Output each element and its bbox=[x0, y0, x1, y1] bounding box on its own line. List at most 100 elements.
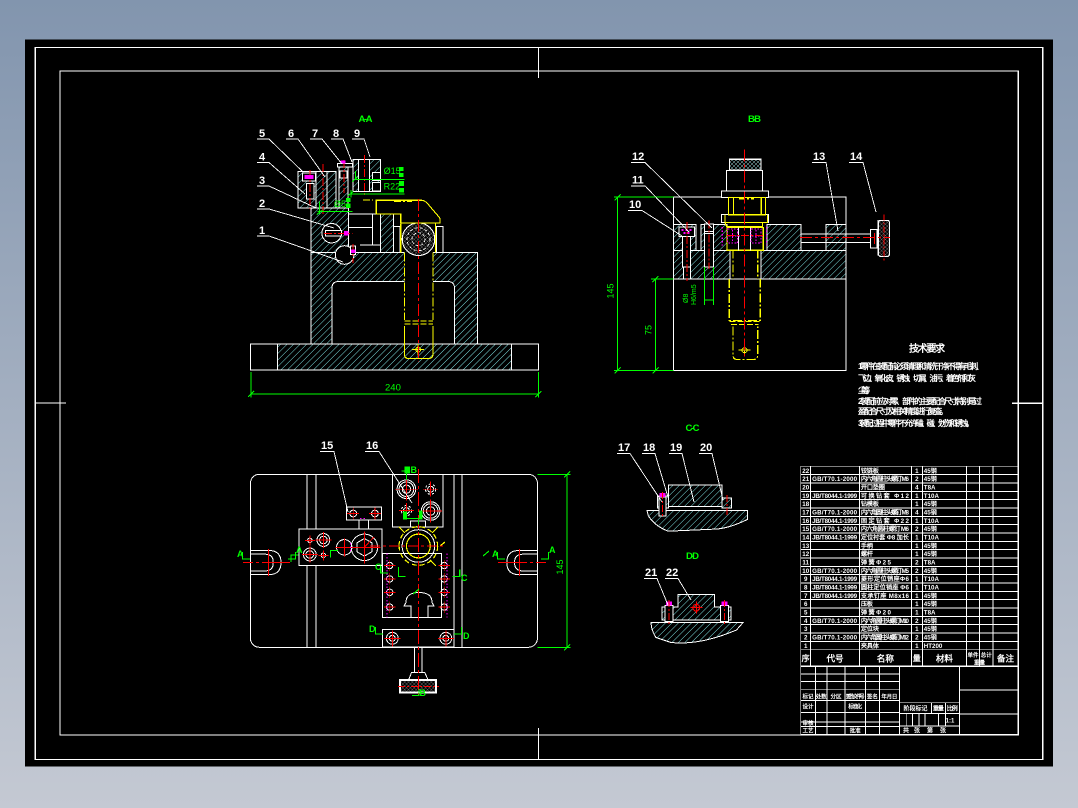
svg-text:21: 21 bbox=[802, 476, 809, 483]
svg-text:Ø15: Ø15 bbox=[384, 166, 401, 176]
svg-text:定位衬套 Φ8 加长: 定位衬套 Φ8 加长 bbox=[861, 534, 910, 542]
svg-text:45钢: 45钢 bbox=[924, 617, 937, 625]
svg-text:批准: 批准 bbox=[850, 727, 861, 735]
svg-text:12: 12 bbox=[632, 151, 644, 163]
svg-text:6: 6 bbox=[804, 601, 808, 608]
svg-text:1: 1 bbox=[915, 543, 919, 550]
svg-text:T10A: T10A bbox=[924, 585, 940, 592]
svg-text:HT200: HT200 bbox=[924, 643, 943, 650]
svg-text:17: 17 bbox=[802, 510, 809, 517]
svg-text:T10A: T10A bbox=[924, 493, 940, 500]
svg-text:12: 12 bbox=[802, 551, 809, 558]
svg-text:20: 20 bbox=[802, 485, 809, 492]
svg-text:Ø5: Ø5 bbox=[334, 199, 346, 209]
svg-text:T8A: T8A bbox=[924, 610, 936, 617]
svg-text:11: 11 bbox=[802, 560, 809, 567]
svg-text:菱形定位销座Φ6: 菱形定位销座Φ6 bbox=[861, 575, 910, 583]
svg-text:尘等。: 尘等。 bbox=[858, 385, 874, 395]
svg-text:JB/T8044.1-1999: JB/T8044.1-1999 bbox=[812, 576, 858, 583]
svg-text:B-B: B-B bbox=[748, 114, 761, 125]
svg-text:弹簧Φ25: 弹簧Φ25 bbox=[861, 559, 892, 567]
svg-text:C: C bbox=[375, 562, 382, 572]
svg-text:17: 17 bbox=[618, 442, 630, 454]
svg-text:1: 1 bbox=[915, 593, 919, 600]
svg-text:夹具体: 夹具体 bbox=[861, 642, 880, 650]
svg-text:45钢: 45钢 bbox=[924, 592, 937, 600]
svg-text:圆柱定位销座 Φ6: 圆柱定位销座 Φ6 bbox=[861, 584, 910, 592]
svg-text:45钢: 45钢 bbox=[924, 625, 937, 633]
svg-text:16: 16 bbox=[366, 440, 378, 452]
svg-text:内六角圆柱头螺钉 M12: 内六角圆柱头螺钉 M12 bbox=[861, 634, 910, 642]
svg-text:GB/T70.1-2000: GB/T70.1-2000 bbox=[812, 568, 858, 575]
svg-text:标准化: 标准化 bbox=[847, 703, 862, 711]
svg-text:5: 5 bbox=[259, 128, 265, 140]
svg-text:阶段标记: 阶段标记 bbox=[904, 705, 928, 713]
svg-text:单件: 单件 bbox=[967, 651, 979, 659]
svg-text:JB/T8044.1-1999: JB/T8044.1-1999 bbox=[812, 535, 858, 542]
svg-text:名称: 名称 bbox=[877, 654, 894, 664]
svg-text:内六角圆柱头螺钉 M10: 内六角圆柱头螺钉 M10 bbox=[861, 617, 910, 625]
svg-text:16: 16 bbox=[802, 518, 809, 525]
svg-text:压板: 压板 bbox=[861, 600, 874, 608]
svg-text:7: 7 bbox=[312, 128, 318, 140]
svg-text:45钢: 45钢 bbox=[924, 525, 937, 533]
svg-text:4: 4 bbox=[915, 485, 919, 492]
svg-text:比例: 比例 bbox=[947, 705, 958, 713]
svg-text:处数: 处数 bbox=[815, 693, 827, 701]
svg-text:2: 2 bbox=[915, 618, 919, 625]
svg-text:T10A: T10A bbox=[924, 518, 940, 525]
svg-text:1:1: 1:1 bbox=[946, 719, 955, 725]
svg-text:5: 5 bbox=[804, 610, 808, 617]
svg-text:C-C: C-C bbox=[686, 423, 700, 434]
svg-text:8: 8 bbox=[804, 585, 808, 592]
svg-text:D-D: D-D bbox=[686, 551, 699, 562]
svg-text:45钢: 45钢 bbox=[924, 567, 937, 575]
svg-text:1: 1 bbox=[915, 610, 919, 617]
svg-text:标记: 标记 bbox=[802, 693, 814, 701]
svg-text:45钢: 45钢 bbox=[924, 467, 937, 475]
svg-text:1: 1 bbox=[259, 225, 265, 237]
svg-text:22: 22 bbox=[666, 567, 678, 579]
svg-text:T10A: T10A bbox=[924, 576, 940, 583]
svg-text:飞边、氧化皮、锈蚀、切屑、油污、着色剂和灰: 飞边、氧化皮、锈蚀、切屑、油污、着色剂和灰 bbox=[858, 373, 977, 383]
svg-text:1: 1 bbox=[915, 626, 919, 633]
svg-text:3.装配过程中零件不允许磕、碰、划伤和锈蚀。: 3.装配过程中零件不允许磕、碰、划伤和锈蚀。 bbox=[858, 418, 974, 428]
svg-text:1: 1 bbox=[915, 535, 919, 542]
svg-text:代号: 代号 bbox=[826, 654, 844, 664]
svg-text:145: 145 bbox=[555, 559, 565, 574]
svg-text:4: 4 bbox=[804, 618, 808, 625]
svg-text:技术要求: 技术要求 bbox=[909, 342, 946, 355]
svg-text:18: 18 bbox=[802, 501, 809, 508]
svg-text:共: 共 bbox=[903, 727, 909, 735]
svg-text:年月日: 年月日 bbox=[881, 693, 897, 701]
svg-text:内六角圆柱头螺钉 M8: 内六角圆柱头螺钉 M8 bbox=[861, 509, 910, 517]
svg-text:1: 1 bbox=[915, 501, 919, 508]
svg-text:H6/m5: H6/m5 bbox=[691, 284, 698, 305]
svg-text:GB/T70.1-2000: GB/T70.1-2000 bbox=[812, 618, 858, 625]
svg-text:45钢: 45钢 bbox=[924, 500, 937, 508]
svg-text:1.零件在装配前必须清理和清洗干净,不得有毛刺、: 1.零件在装配前必须清理和清洗干净,不得有毛刺、 bbox=[858, 361, 984, 371]
svg-text:D: D bbox=[463, 631, 470, 641]
svg-text:开口垫圈: 开口垫圈 bbox=[861, 484, 885, 492]
svg-text:240: 240 bbox=[385, 383, 401, 394]
svg-text:材料: 材料 bbox=[935, 654, 953, 664]
svg-text:序: 序 bbox=[802, 653, 810, 663]
svg-text:45钢: 45钢 bbox=[924, 600, 937, 608]
svg-text:分区: 分区 bbox=[831, 693, 842, 701]
svg-text:T10A: T10A bbox=[924, 535, 940, 542]
svg-text:10: 10 bbox=[802, 568, 809, 575]
svg-text:张: 张 bbox=[940, 727, 947, 735]
svg-text:45钢: 45钢 bbox=[924, 475, 937, 483]
svg-text:15: 15 bbox=[321, 440, 333, 452]
svg-text:B: B bbox=[411, 465, 418, 475]
svg-text:钻模板: 钻模板 bbox=[861, 500, 880, 508]
svg-text:1: 1 bbox=[915, 468, 919, 475]
svg-text:备注: 备注 bbox=[996, 654, 1014, 664]
svg-text:2: 2 bbox=[915, 526, 919, 533]
svg-text:13: 13 bbox=[813, 151, 825, 163]
svg-text:内六角圆柱螺钉 M6: 内六角圆柱螺钉 M6 bbox=[861, 525, 910, 533]
svg-text:2: 2 bbox=[915, 476, 919, 483]
svg-text:2.装配前应对零、部件的主要配合尺寸,特别是过: 2.装配前应对零、部件的主要配合尺寸,特别是过 bbox=[858, 396, 983, 406]
svg-text:45钢: 45钢 bbox=[924, 509, 937, 517]
svg-text:重量: 重量 bbox=[974, 659, 986, 667]
